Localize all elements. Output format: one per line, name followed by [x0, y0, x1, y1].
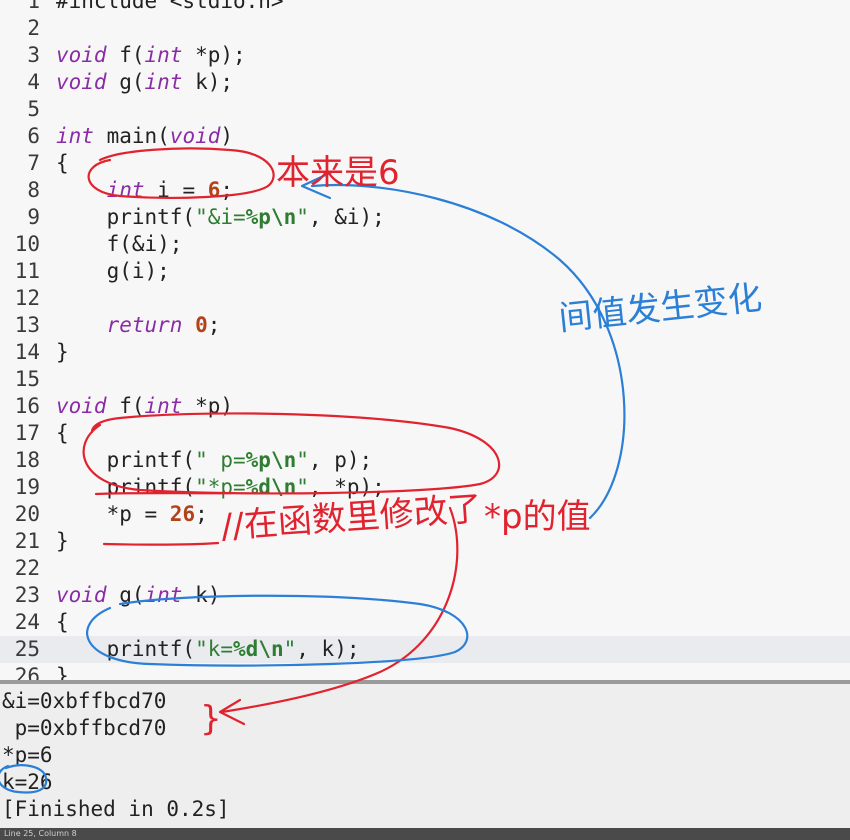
line-number: 23 — [14, 583, 40, 607]
output-line: &i=0xbffbcd70 — [2, 689, 167, 713]
line-number: 5 — [27, 97, 40, 121]
code-line[interactable]: 21} — [0, 528, 850, 555]
code-line[interactable]: 26} — [0, 663, 850, 680]
code-line[interactable]: 5 — [0, 96, 850, 123]
code-line[interactable]: 3 void f(int *p); — [0, 42, 850, 69]
code-line[interactable]: 24 { — [0, 609, 850, 636]
output-line: [Finished in 0.2s] — [2, 797, 230, 821]
code-text: { — [56, 151, 69, 175]
code-text: } — [56, 664, 69, 680]
code-text: printf("&i=%p\n", &i); — [56, 205, 385, 229]
line-number: 14 — [14, 340, 40, 364]
line-number: 18 — [14, 448, 40, 472]
code-line[interactable]: 17 { — [0, 420, 850, 447]
line-number: 25 — [14, 637, 40, 661]
line-number: 21 — [14, 529, 40, 553]
code-line[interactable]: 11 g(i); — [0, 258, 850, 285]
code-line[interactable]: 14} — [0, 339, 850, 366]
build-output-panel[interactable]: &i=0xbffbcd70 p=0xbffbcd70 *p=6 k=26 [Finis… — [0, 680, 850, 832]
code-line[interactable]: 13 return 0; — [0, 312, 850, 339]
code-line[interactable]: 2 — [0, 15, 850, 42]
code-line[interactable]: 6 int main(void) — [0, 123, 850, 150]
code-text: printf(" p=%p\n", p); — [56, 448, 373, 472]
code-text: g(i); — [56, 259, 170, 283]
code-line[interactable]: 12 — [0, 285, 850, 312]
code-line[interactable]: 1 #include <stdio.h> — [0, 0, 850, 15]
line-number: 4 — [27, 70, 40, 94]
line-number-gutter — [0, 0, 50, 680]
line-number: 7 — [27, 151, 40, 175]
line-number: 6 — [27, 124, 40, 148]
output-line: *p=6 — [2, 743, 53, 767]
code-text: int i = 6; — [106, 178, 234, 202]
code-text: } — [56, 340, 69, 364]
line-number: 8 — [27, 178, 40, 202]
code-text: { — [56, 610, 69, 634]
line-number: 17 — [14, 421, 40, 445]
line-number: 24 — [14, 610, 40, 634]
code-text: { — [56, 421, 69, 445]
line-number: 11 — [14, 259, 40, 283]
line-number: 10 — [14, 232, 40, 256]
code-line[interactable]: 8 int i = 6; — [0, 177, 850, 204]
code-line[interactable]: 15 — [0, 366, 850, 393]
code-line[interactable]: 16 void f(int *p) — [0, 393, 850, 420]
code-line[interactable]: 19 printf("*p=%d\n", *p); — [0, 474, 850, 501]
line-number: 16 — [14, 394, 40, 418]
output-line: p=0xbffbcd70 — [2, 716, 167, 740]
line-number: 19 — [14, 475, 40, 499]
code-text: void f(int *p); — [56, 43, 246, 67]
code-line[interactable]: 22 — [0, 555, 850, 582]
output-line: k=26 — [2, 770, 53, 794]
code-text: *p = 26; — [56, 502, 208, 526]
code-text: f(&i); — [56, 232, 183, 256]
line-number: 15 — [14, 367, 40, 391]
code-line[interactable]: 20 *p = 26; — [0, 501, 850, 528]
code-text: #include <stdio.h> — [56, 0, 284, 13]
line-number: 9 — [27, 205, 40, 229]
line-number: 12 — [14, 286, 40, 310]
line-number: 26 — [14, 664, 40, 680]
line-number: 20 — [14, 502, 40, 526]
code-text: printf("k=%d\n", k); — [56, 637, 360, 661]
status-bar: Line 25, Column 8 — [0, 828, 850, 840]
code-line[interactable]: 4 void g(int k); — [0, 69, 850, 96]
line-number: 2 — [27, 16, 40, 40]
code-line[interactable]: 7{ — [0, 150, 850, 177]
code-line[interactable]: 18 printf(" p=%p\n", p); — [0, 447, 850, 474]
code-text: return 0; — [106, 313, 221, 337]
line-number: 22 — [14, 556, 40, 580]
line-number: 1 — [27, 0, 40, 13]
code-line[interactable]: 25 printf("k=%d\n", k); — [0, 636, 850, 663]
status-text: Line 25, Column 8 — [4, 829, 77, 838]
code-line[interactable]: 10 f(&i); — [0, 231, 850, 258]
code-text: printf("*p=%d\n", *p); — [56, 475, 385, 499]
code-line[interactable]: 9 printf("&i=%p\n", &i); — [0, 204, 850, 231]
code-text: void f(int *p) — [56, 394, 234, 418]
code-text: } — [56, 529, 69, 553]
line-number: 13 — [14, 313, 40, 337]
code-line[interactable]: 23 void g(int k) — [0, 582, 850, 609]
line-number: 3 — [27, 43, 40, 67]
code-text: void g(int k) — [56, 583, 221, 607]
code-text: int main(void) — [56, 124, 234, 148]
code-text: void g(int k); — [56, 70, 234, 94]
